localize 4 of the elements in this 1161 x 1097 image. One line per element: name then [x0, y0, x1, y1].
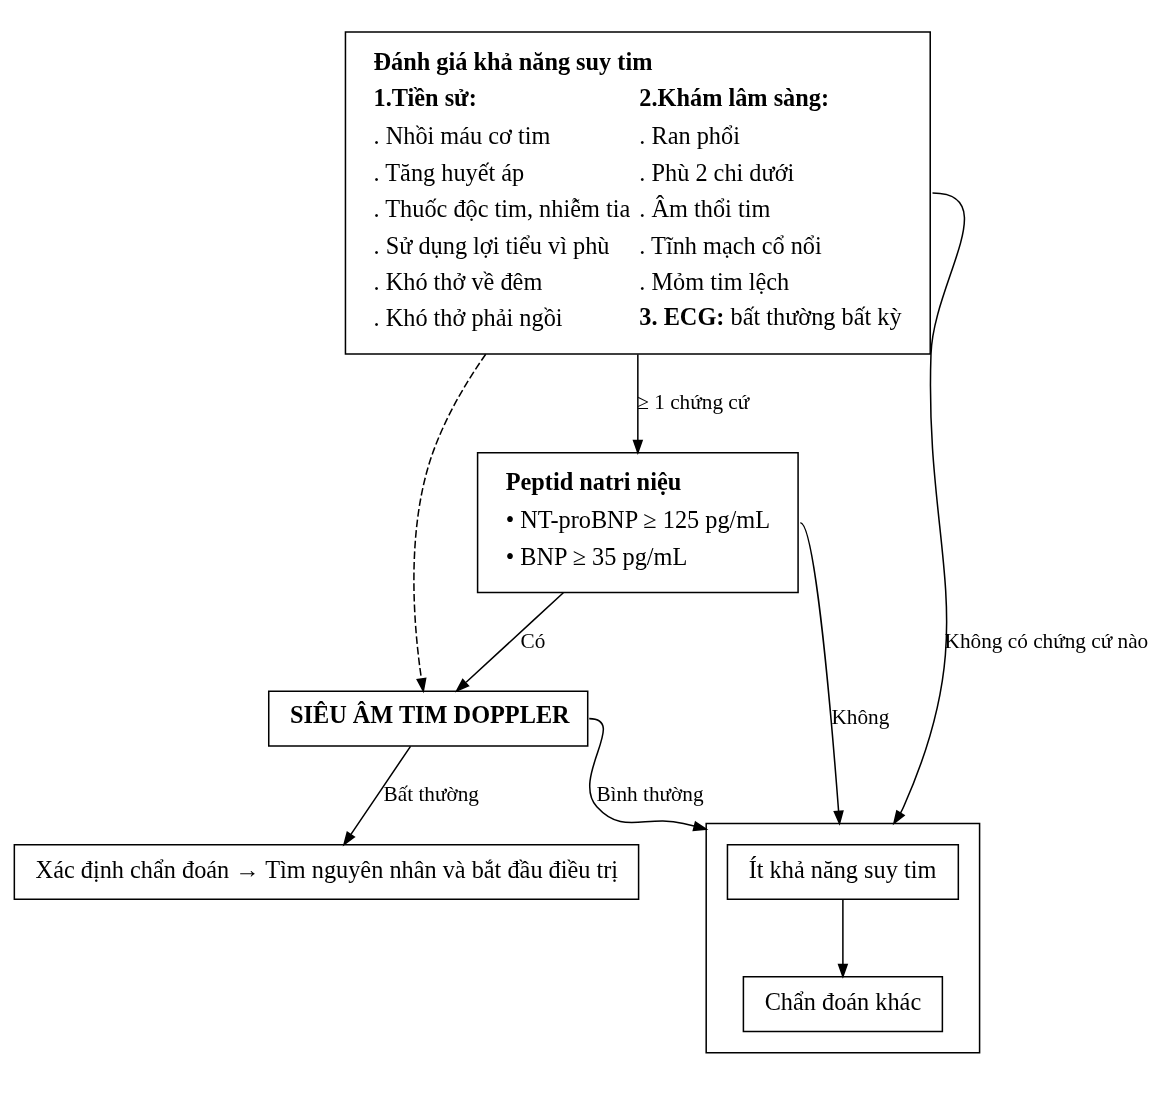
edge-label: Bình thường	[596, 781, 704, 806]
edge-label: Có	[520, 628, 546, 653]
edge-label: Không	[831, 705, 890, 730]
edge-label: Bất thường	[383, 781, 479, 806]
